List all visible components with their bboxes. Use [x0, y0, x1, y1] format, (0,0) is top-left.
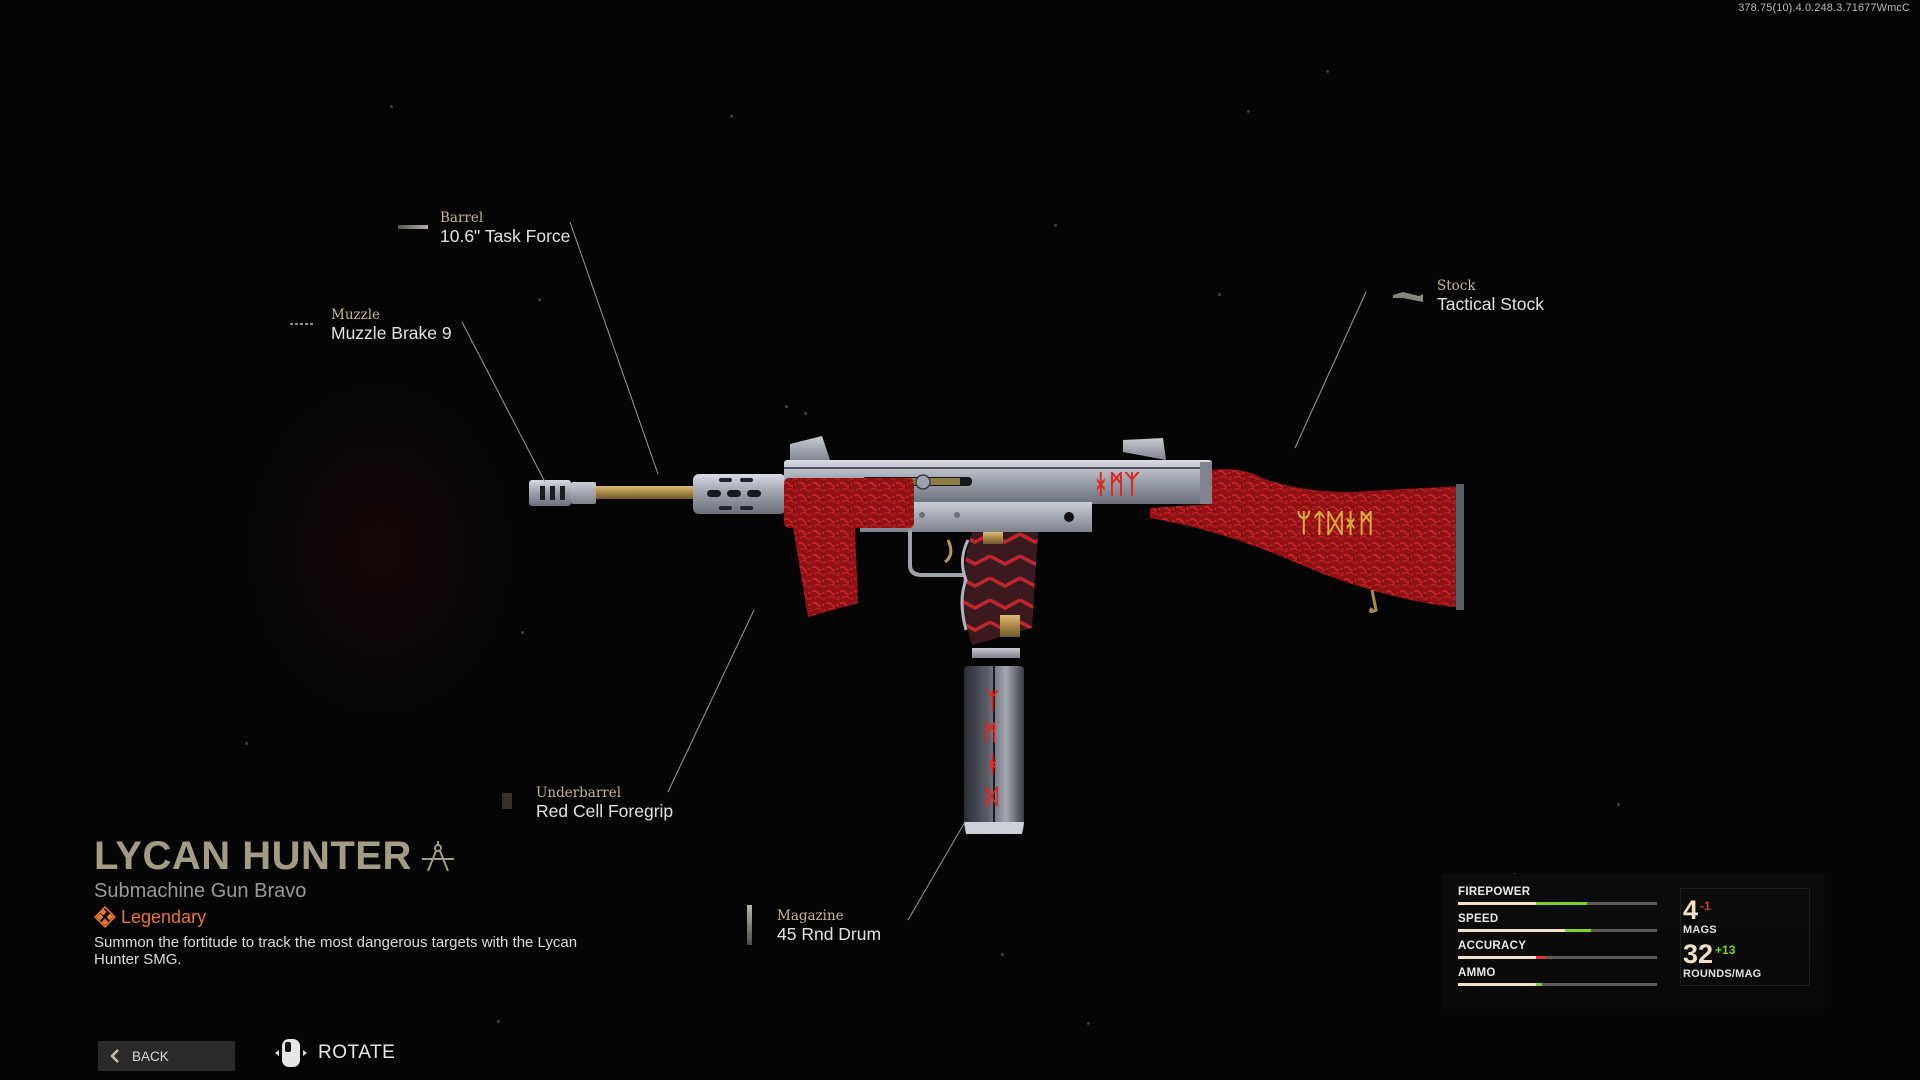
attachment-barrel[interactable]: Barrel 10.6" Task Force	[440, 210, 570, 246]
rounds-value: 32	[1683, 939, 1714, 969]
stat-label: AMMO	[1458, 967, 1496, 979]
stat-bar	[1458, 902, 1657, 905]
attachment-name: Red Cell Foregrip	[536, 801, 674, 821]
stat-firepower: FIREPOWER	[1458, 886, 1658, 905]
svg-text:ᛘᛏᛞᚼᛗ: ᛘᛏᛞᚼᛗ	[1296, 509, 1374, 539]
chevron-left-icon	[110, 1049, 119, 1063]
muzzle-brake-part	[529, 480, 596, 506]
stat-bar-base	[1458, 902, 1536, 905]
rotate-button[interactable]: ROTATE	[274, 1038, 395, 1068]
back-button[interactable]: BACK	[98, 1041, 235, 1071]
weapon-description: Summon the fortitude to track the most d…	[94, 934, 578, 968]
attachment-name: Muzzle Brake 9	[331, 323, 452, 343]
drum-magazine-part: ᛉ ᛗ ᚼ ᛞ	[964, 648, 1024, 834]
rarity-label: Legendary	[121, 907, 207, 927]
weapon-class: Submachine Gun Bravo	[94, 880, 307, 902]
attachment-name: 45 Rnd Drum	[777, 924, 882, 944]
ammo-summary: 4-1 MAGS 32+13 ROUNDS/MAG	[1680, 888, 1810, 986]
build-version-text: 378.75(10).4.0.248.3.71677WmcC	[1738, 2, 1910, 14]
weapon-info: LYCAN HUNTER Submachine Gun Bravo Legend…	[94, 834, 614, 968]
attachment-name: 10.6" Task Force	[440, 226, 571, 246]
stat-speed: SPEED	[1458, 913, 1658, 932]
red-cell-foregrip-part	[784, 478, 914, 617]
pistol-grip-part	[960, 532, 1038, 645]
attachment-slot-label: Underbarrel	[536, 785, 622, 801]
attachment-magazine[interactable]: Magazine 45 Rnd Drum	[777, 908, 881, 944]
weapon-name-row: LYCAN HUNTER	[94, 834, 614, 878]
rounds-label: ROUNDS/MAG	[1683, 968, 1762, 980]
svg-text:ᛗ: ᛗ	[984, 721, 997, 746]
stat-label: SPEED	[1458, 913, 1499, 925]
barrel-shroud-part	[693, 474, 786, 514]
weapon-name: LYCAN HUNTER	[94, 834, 412, 878]
attachment-slot-label: Stock	[1437, 278, 1476, 294]
stat-label: ACCURACY	[1458, 940, 1527, 952]
attachment-slot-label: Magazine	[777, 908, 844, 924]
mags-value: 4	[1683, 895, 1699, 925]
attachment-name: Tactical Stock	[1437, 294, 1544, 314]
stock-icon	[1393, 292, 1423, 302]
stat-bar	[1458, 956, 1657, 959]
magazine-icon	[747, 905, 752, 945]
svg-text:ᛞ: ᛞ	[985, 785, 999, 810]
mouse-icon	[275, 1039, 307, 1067]
compass-blueprint-icon	[421, 841, 454, 872]
stat-bar-base	[1458, 956, 1536, 959]
attachment-slot-label: Muzzle	[331, 307, 381, 323]
barrel-part	[596, 486, 696, 499]
attachment-underbarrel[interactable]: Underbarrel Red Cell Foregrip	[536, 785, 673, 821]
stat-bar	[1458, 983, 1657, 986]
mags-modifier: -1	[1700, 899, 1711, 913]
attachment-slot-label: Barrel	[440, 210, 484, 226]
muzzle-icon	[290, 323, 314, 325]
attachment-muzzle[interactable]: Muzzle Muzzle Brake 9	[331, 307, 452, 343]
svg-text:ᛉ: ᛉ	[986, 689, 1000, 714]
barrel-icon	[398, 225, 428, 229]
stat-bar-base	[1458, 929, 1566, 932]
svg-text:ᚼ: ᚼ	[986, 753, 999, 778]
stat-bar-base	[1458, 983, 1536, 986]
trigger-guard-part	[908, 530, 975, 577]
stat-ammo: AMMO	[1458, 967, 1658, 986]
stat-accuracy: ACCURACY	[1458, 940, 1658, 959]
svg-text:ᚼᛗᛉ: ᚼᛗᛉ	[1093, 470, 1140, 500]
mags-count: 4-1 MAGS	[1683, 897, 1717, 937]
foregrip-icon	[502, 793, 512, 809]
stat-bar	[1458, 929, 1657, 932]
attachment-stock[interactable]: Stock Tactical Stock	[1437, 278, 1544, 314]
rarity-row: Legendary	[94, 906, 614, 928]
back-label: BACK	[132, 1048, 169, 1064]
legendary-diamond-icon	[94, 906, 116, 928]
rotate-label: ROTATE	[318, 1042, 396, 1063]
rounds-modifier: +13	[1715, 943, 1736, 957]
tactical-stock-part: ᛘᛏᛞᚼᛗ	[1150, 469, 1464, 614]
stat-label: FIREPOWER	[1458, 886, 1531, 898]
rounds-count: 32+13 ROUNDS/MAG	[1683, 941, 1761, 981]
mags-label: MAGS	[1683, 924, 1717, 936]
